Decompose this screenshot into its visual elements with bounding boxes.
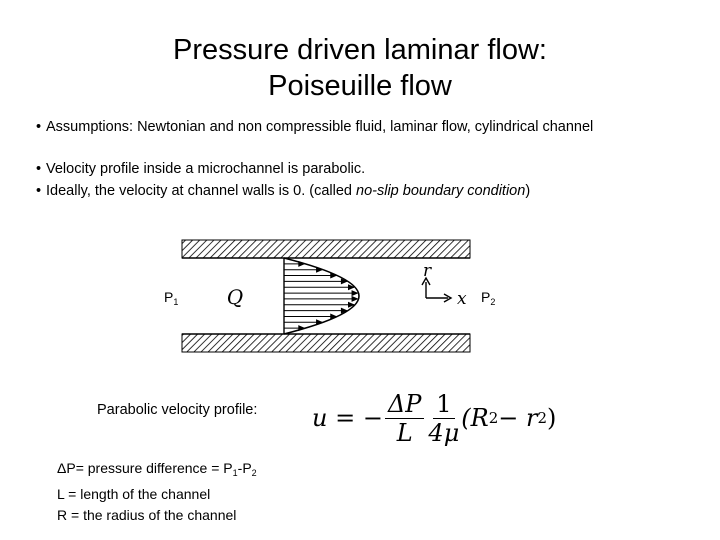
velocity-arrow-head: [340, 307, 348, 314]
p2-sub: 2: [490, 297, 496, 307]
fraction-2-numerator: 1: [433, 391, 455, 419]
axes-indicator: r x: [421, 261, 467, 309]
formula-open-term: (R: [461, 404, 489, 432]
definition-dp-sub2: 2: [251, 468, 257, 478]
flow-label: Q: [227, 285, 243, 309]
definition-dp-mid: -P: [237, 460, 252, 476]
bullet-noslip: •Ideally, the velocity at channel walls …: [36, 183, 530, 199]
velocity-arrow-head: [316, 319, 324, 326]
title-line-2: Poiseuille flow: [268, 70, 452, 102]
velocity-arrow-head: [351, 295, 359, 302]
bullet-dot: •: [36, 161, 42, 177]
fraction-one-over-4mu: 1 4μ: [428, 391, 459, 446]
velocity-arrow-head: [298, 260, 306, 267]
velocity-arrows: [284, 260, 359, 332]
definition-delta-p: ΔP= pressure difference = P1-P2: [57, 458, 257, 484]
formula-exponent-2: 2: [537, 409, 548, 427]
velocity-arrow-head: [330, 272, 338, 279]
top-channel-wall: [181, 239, 471, 259]
bullet-assumptions: •Assumptions: Newtonian and non compress…: [36, 119, 593, 135]
formula-exponent-1: 2: [488, 409, 499, 427]
bullet-noslip-suffix: ): [525, 183, 531, 199]
fraction-dp-over-l: ΔP L: [384, 391, 425, 447]
bullet-dot: •: [36, 119, 42, 135]
definition-dp-prefix: ΔP= pressure difference = P: [57, 460, 233, 476]
bullet-assumptions-text: Assumptions: Newtonian and non compressi…: [46, 119, 594, 135]
velocity-arrow-head: [330, 313, 338, 320]
inlet-pressure-label: P1: [164, 289, 178, 307]
fraction-2-denominator: 4μ: [428, 418, 460, 447]
bullet-noslip-prefix: Ideally, the velocity at channel walls i…: [46, 183, 357, 199]
bullet-noslip-term: no-slip boundary condition: [356, 183, 526, 199]
bullet-dot: •: [36, 183, 42, 199]
definition-dp-sub1: 1: [232, 468, 238, 478]
bottom-channel-wall: [181, 333, 471, 353]
definition-radius: R = the radius of the channel: [57, 507, 237, 523]
slide-title: Pressure driven laminar flow: Poiseuille…: [0, 32, 720, 104]
velocity-arrow-head: [298, 325, 306, 332]
velocity-arrow-head: [316, 266, 324, 273]
r-axis-label: r: [423, 261, 432, 281]
title-line-1: Pressure driven laminar flow:: [173, 34, 547, 66]
velocity-arrow-head: [340, 278, 348, 285]
fraction-1-denominator: L: [396, 418, 413, 447]
velocity-arrow-head: [348, 284, 356, 291]
formula-label: Parabolic velocity profile:: [97, 402, 258, 418]
formula-close-paren: ): [547, 404, 557, 432]
poiseuille-flow-diagram: Q r x: [181, 239, 471, 353]
p2-main: P: [481, 289, 491, 305]
fraction-1-numerator: ΔP: [384, 391, 425, 419]
velocity-arrow-head: [351, 290, 359, 297]
definition-length: L = length of the channel: [57, 486, 211, 502]
x-axis-label: x: [457, 289, 467, 309]
variable-definitions: ΔP= pressure difference = P1-P2 L = leng…: [57, 458, 257, 526]
p1-main: P: [164, 289, 174, 305]
bullet-parabolic: •Velocity profile inside a microchannel …: [36, 161, 365, 177]
p1-sub: 1: [173, 297, 179, 307]
formula-minus-term: − r: [498, 404, 538, 432]
outlet-pressure-label: P2: [481, 289, 495, 307]
formula-lhs: u = −: [312, 404, 383, 432]
bullet-parabolic-text: Velocity profile inside a microchannel i…: [46, 161, 366, 177]
velocity-arrow-head: [348, 301, 356, 308]
